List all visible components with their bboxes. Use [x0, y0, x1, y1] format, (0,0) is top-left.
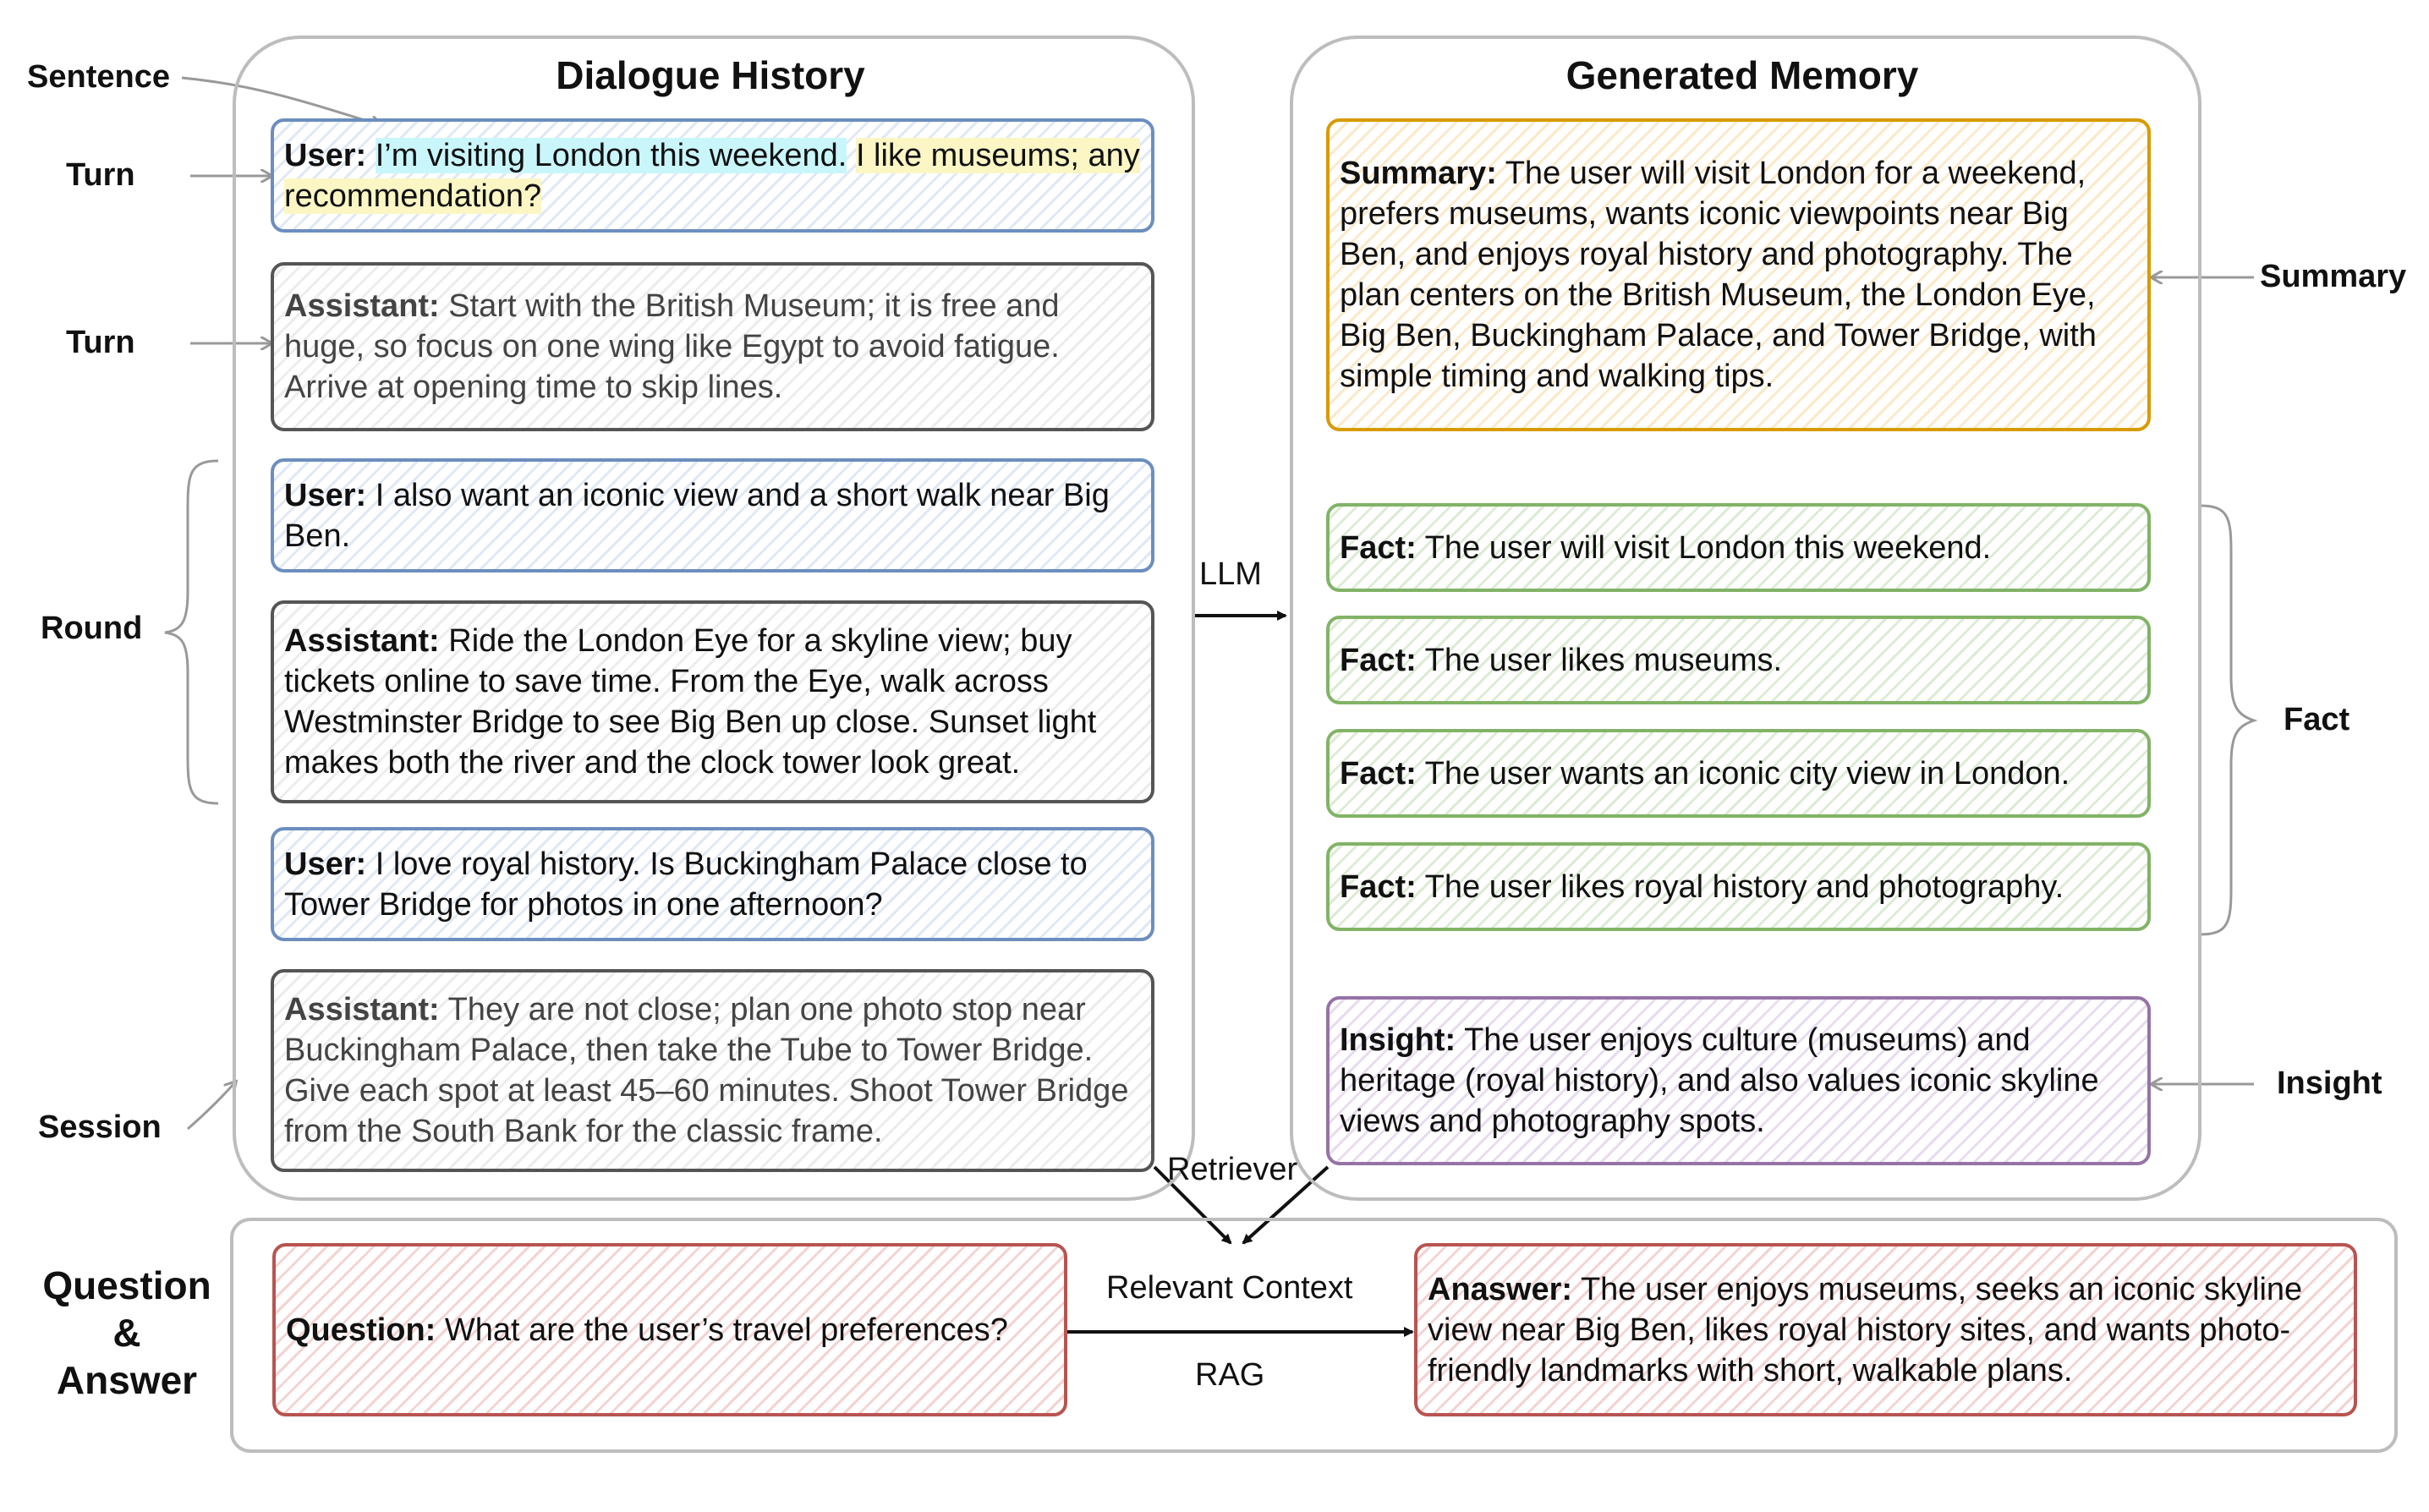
- fact-brace: [2200, 504, 2258, 936]
- speaker-label: User:: [284, 846, 367, 882]
- dialogue-turn-assistant-1: Assistant: Start with the British Museum…: [271, 262, 1154, 431]
- answer-box: Anaswer: The user enjoys museums, seeks …: [1414, 1243, 2357, 1416]
- memory-fact-1: Fact: The user will visit London this we…: [1326, 503, 2151, 592]
- memory-fact-2: Fact: The user likes museums.: [1326, 616, 2151, 704]
- memory-key: Fact:: [1340, 755, 1417, 792]
- turn-text: They are not close; plan one photo stop …: [284, 992, 1129, 1149]
- memory-key: Summary:: [1340, 156, 1497, 191]
- memory-fact-3: Fact: The user wants an iconic city view…: [1326, 729, 2151, 818]
- round-brace: [164, 459, 219, 805]
- label-round: Round: [41, 611, 143, 646]
- sentence-highlight-1: I’m visiting London this weekend.: [375, 137, 847, 173]
- dialogue-turn-user-3: User: I love royal history. Is Buckingha…: [271, 827, 1154, 941]
- label-sentence: Sentence: [27, 59, 170, 95]
- label-session: Session: [38, 1109, 162, 1145]
- label-question-answer: Question & Answer: [25, 1262, 228, 1404]
- speaker-label: Assistant:: [284, 288, 440, 324]
- turn-text: I love royal history. Is Buckingham Pala…: [284, 846, 1088, 923]
- memory-text: The user wants an iconic city view in Lo…: [1424, 755, 2070, 792]
- edge-label-rag: RAG: [1195, 1357, 1265, 1393]
- memory-fact-4: Fact: The user likes royal history and p…: [1326, 842, 2151, 931]
- dialogue-turn-user-1: User: I’m visiting London this weekend. …: [271, 118, 1154, 233]
- question-text: What are the user’s travel preferences?: [444, 1312, 1008, 1348]
- memory-key: Fact:: [1340, 642, 1417, 678]
- turn-text: I also want an iconic view and a short w…: [284, 477, 1110, 554]
- question-box: Question: What are the user’s travel pre…: [272, 1243, 1067, 1416]
- memory-text: The user will visit London this weekend.: [1424, 529, 1992, 566]
- memory-key: Fact:: [1340, 529, 1417, 566]
- session-pointer: [187, 1082, 235, 1131]
- answer-text: The user enjoys museums, seeks an iconic…: [1428, 1271, 2303, 1389]
- label-summary: Summary: [2260, 259, 2407, 294]
- dialogue-turn-user-2: User: I also want an iconic view and a s…: [271, 458, 1154, 572]
- label-turn-2: Turn: [66, 325, 135, 360]
- edge-label-relevant-context: Relevant Context: [1106, 1270, 1353, 1306]
- memory-text: The user will visit London for a weekend…: [1340, 156, 2097, 394]
- answer-key: Anaswer:: [1428, 1271, 1573, 1307]
- dialogue-turn-assistant-2: Assistant: Ride the London Eye for a sky…: [271, 600, 1154, 803]
- qa-panel: [230, 1218, 2398, 1453]
- speaker-label: User:: [284, 477, 367, 513]
- generated-memory-title: Generated Memory: [1565, 53, 1919, 97]
- speaker-label: Assistant:: [284, 992, 440, 1027]
- turn-text: Ride the London Eye for a skyline view; …: [284, 623, 1097, 781]
- dialogue-turn-assistant-3: Assistant: They are not close; plan one …: [271, 969, 1154, 1172]
- edge-label-llm: LLM: [1199, 556, 1262, 592]
- memory-summary: Summary: The user will visit London for …: [1326, 118, 2151, 431]
- label-turn-1: Turn: [66, 157, 135, 193]
- memory-text: The user likes museums.: [1424, 642, 1783, 678]
- question-key: Question:: [286, 1312, 436, 1348]
- memory-text: The user enjoys culture (museums) and he…: [1340, 1022, 2099, 1139]
- edge-label-retriever: Retriever: [1167, 1152, 1298, 1187]
- memory-key: Insight:: [1340, 1022, 1456, 1058]
- dialogue-history-panel: [233, 36, 1195, 1201]
- label-insight: Insight: [2277, 1066, 2382, 1101]
- qa-line-ampersand: &: [112, 1311, 141, 1355]
- memory-key: Fact:: [1340, 868, 1417, 905]
- memory-text: The user likes royal history and photogr…: [1424, 868, 2064, 905]
- speaker-label: Assistant:: [284, 623, 440, 659]
- dialogue-history-title: Dialogue History: [556, 53, 865, 97]
- turn-text: Start with the British Museum; it is fre…: [284, 288, 1060, 405]
- memory-insight: Insight: The user enjoys culture (museum…: [1326, 996, 2151, 1165]
- label-fact: Fact: [2284, 702, 2350, 737]
- generated-memory-panel: [1290, 36, 2201, 1201]
- speaker-label: User:: [284, 137, 367, 173]
- qa-line-question: Question: [42, 1263, 211, 1307]
- qa-line-answer: Answer: [56, 1358, 198, 1402]
